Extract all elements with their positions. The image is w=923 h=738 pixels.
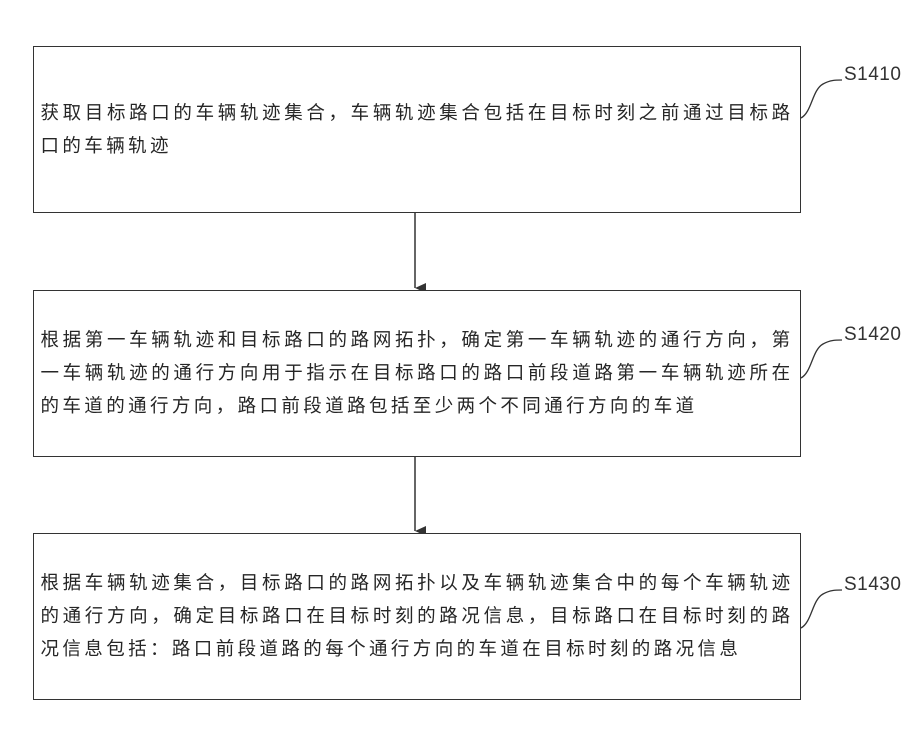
step-label-s1410: S1410 xyxy=(844,64,902,85)
step-label-s1430: S1430 xyxy=(844,574,902,595)
step-box-s1430: 根据车辆轨迹集合，目标路口的路网拓扑以及车辆轨迹集合中的每个车辆轨迹的通行方向，… xyxy=(33,533,801,700)
leader-line-s1430 xyxy=(800,589,843,629)
step-text-s1420: 根据第一车辆轨迹和目标路口的路网拓扑，确定第一车辆轨迹的通行方向，第一车辆轨迹的… xyxy=(40,330,794,417)
leader-line-s1420 xyxy=(800,339,843,379)
step-box-s1410: 获取目标路口的车辆轨迹集合，车辆轨迹集合包括在目标时刻之前通过目标路口的车辆轨迹 xyxy=(33,46,801,213)
step-box-s1420: 根据第一车辆轨迹和目标路口的路网拓扑，确定第一车辆轨迹的通行方向，第一车辆轨迹的… xyxy=(33,290,801,457)
step-text-s1430: 根据车辆轨迹集合，目标路口的路网拓扑以及车辆轨迹集合中的每个车辆轨迹的通行方向，… xyxy=(40,573,794,660)
step-label-s1420: S1420 xyxy=(844,324,902,345)
leader-line-s1410 xyxy=(800,79,843,119)
step-text-s1410: 获取目标路口的车辆轨迹集合，车辆轨迹集合包括在目标时刻之前通过目标路口的车辆轨迹 xyxy=(40,102,794,157)
